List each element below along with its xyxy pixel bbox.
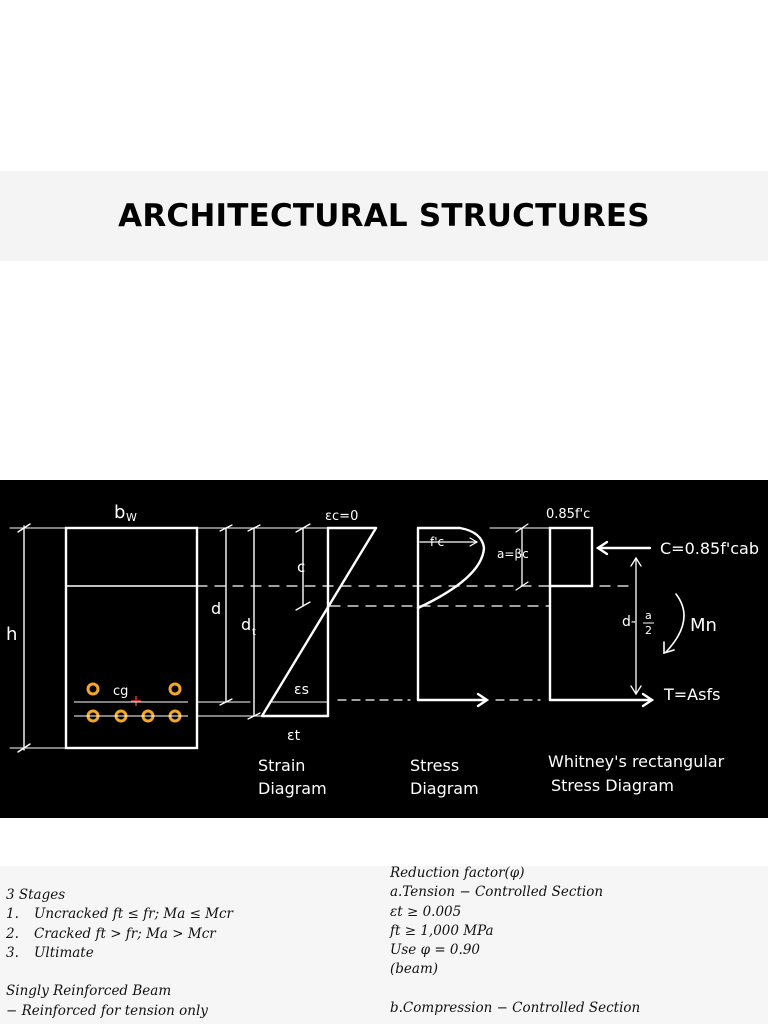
beam-description: − Reinforced for tension only (6, 1002, 208, 1019)
bw-subscript: W (126, 511, 137, 524)
stage-item: 3. Ultimate (6, 944, 376, 963)
compression-controlled-heading: b.Compression − Controlled Section (390, 1000, 641, 1017)
whitney-caption-1: Whitney's rectangular (548, 752, 725, 771)
stage-number: 2. (6, 925, 19, 942)
notes-left-column: 3 Stages 1. Uncracked ft ≤ fr; Ma ≤ Mcr 2… (6, 886, 376, 1021)
whitney-caption-2: Stress Diagram (551, 776, 674, 795)
tension-controlled-heading: a.Tension − Controlled Section (390, 884, 604, 901)
d-label: d (211, 599, 221, 618)
beam-stress-strain-diagram: b W h d d t c cg εc=0 εs εt f'c a=βc 0.8… (0, 480, 768, 818)
stage-text: Cracked ft > fr; Ma > Mcr (34, 925, 216, 942)
strain-profile (260, 526, 378, 718)
stress-profile (416, 526, 486, 610)
compression-label: C=0.85f'cab (660, 539, 759, 558)
notes-panel: 3 Stages 1. Uncracked ft ≤ fr; Ma ≤ Mcr 2… (0, 866, 768, 1024)
cg-label: cg (113, 684, 128, 699)
fc-label: f'c (430, 535, 444, 549)
strain-condition: εt ≥ 0.005 (390, 903, 462, 920)
stage-text: Ultimate (34, 944, 94, 961)
lever-arm-a: a (645, 609, 652, 622)
notes-right-column: Reduction factor(φ) a.Tension − Controll… (390, 866, 760, 1018)
stages-title: 3 Stages (6, 887, 66, 903)
beam-section (64, 526, 199, 750)
diagram-svg: b W h d d t c cg εc=0 εs εt f'c a=βc 0.8… (6, 502, 759, 798)
phi-value: Use φ = 0.90 (390, 942, 480, 959)
a-beta-c-label: a=βc (497, 547, 529, 561)
whitney-stress-label: 0.85f'c (546, 507, 590, 522)
stage-number: 1. (6, 906, 19, 923)
reduction-factor-title: Reduction factor(φ) (390, 866, 525, 881)
whitney-block (548, 526, 594, 588)
stage-item: 1. Uncracked ft ≤ fr; Ma ≤ Mcr (6, 905, 376, 924)
stage-number: 3. (6, 944, 19, 961)
epsilon-c-label: εc=0 (325, 509, 358, 524)
stress-caption-1: Stress (410, 756, 459, 775)
steel-strength-condition: ft ≥ 1,000 MPa (390, 922, 494, 939)
rebar (86, 682, 100, 696)
rebar (168, 682, 182, 696)
page-title: ARCHITECTURAL STRUCTURES (118, 198, 650, 234)
epsilon-s-label: εs (294, 682, 309, 698)
lever-arm-label: d- (622, 614, 636, 630)
dt-subscript: t (252, 627, 256, 638)
strain-caption-1: Strain (258, 756, 305, 775)
member-type: (beam) (390, 961, 439, 978)
moment-arc (665, 593, 685, 653)
c-label: c (297, 558, 305, 576)
cg-marker (131, 696, 141, 706)
epsilon-t-label: εt (287, 728, 301, 744)
lever-arm-two: 2 (645, 624, 652, 637)
beam-title: Singly Reinforced Beam (6, 983, 172, 1000)
tension-label: T=Asfs (663, 685, 720, 704)
dt-label: d (241, 615, 251, 634)
bw-label: b (114, 502, 125, 523)
title-band: ARCHITECTURAL STRUCTURES (0, 171, 768, 261)
moment-label: Mn (690, 615, 717, 636)
h-label: h (6, 624, 17, 645)
strain-caption-2: Diagram (258, 779, 327, 798)
stage-text: Uncracked ft ≤ fr; Ma ≤ Mcr (34, 906, 234, 923)
stress-caption-2: Diagram (410, 779, 479, 798)
stage-item: 2. Cracked ft > fr; Ma > Mcr (6, 925, 376, 944)
